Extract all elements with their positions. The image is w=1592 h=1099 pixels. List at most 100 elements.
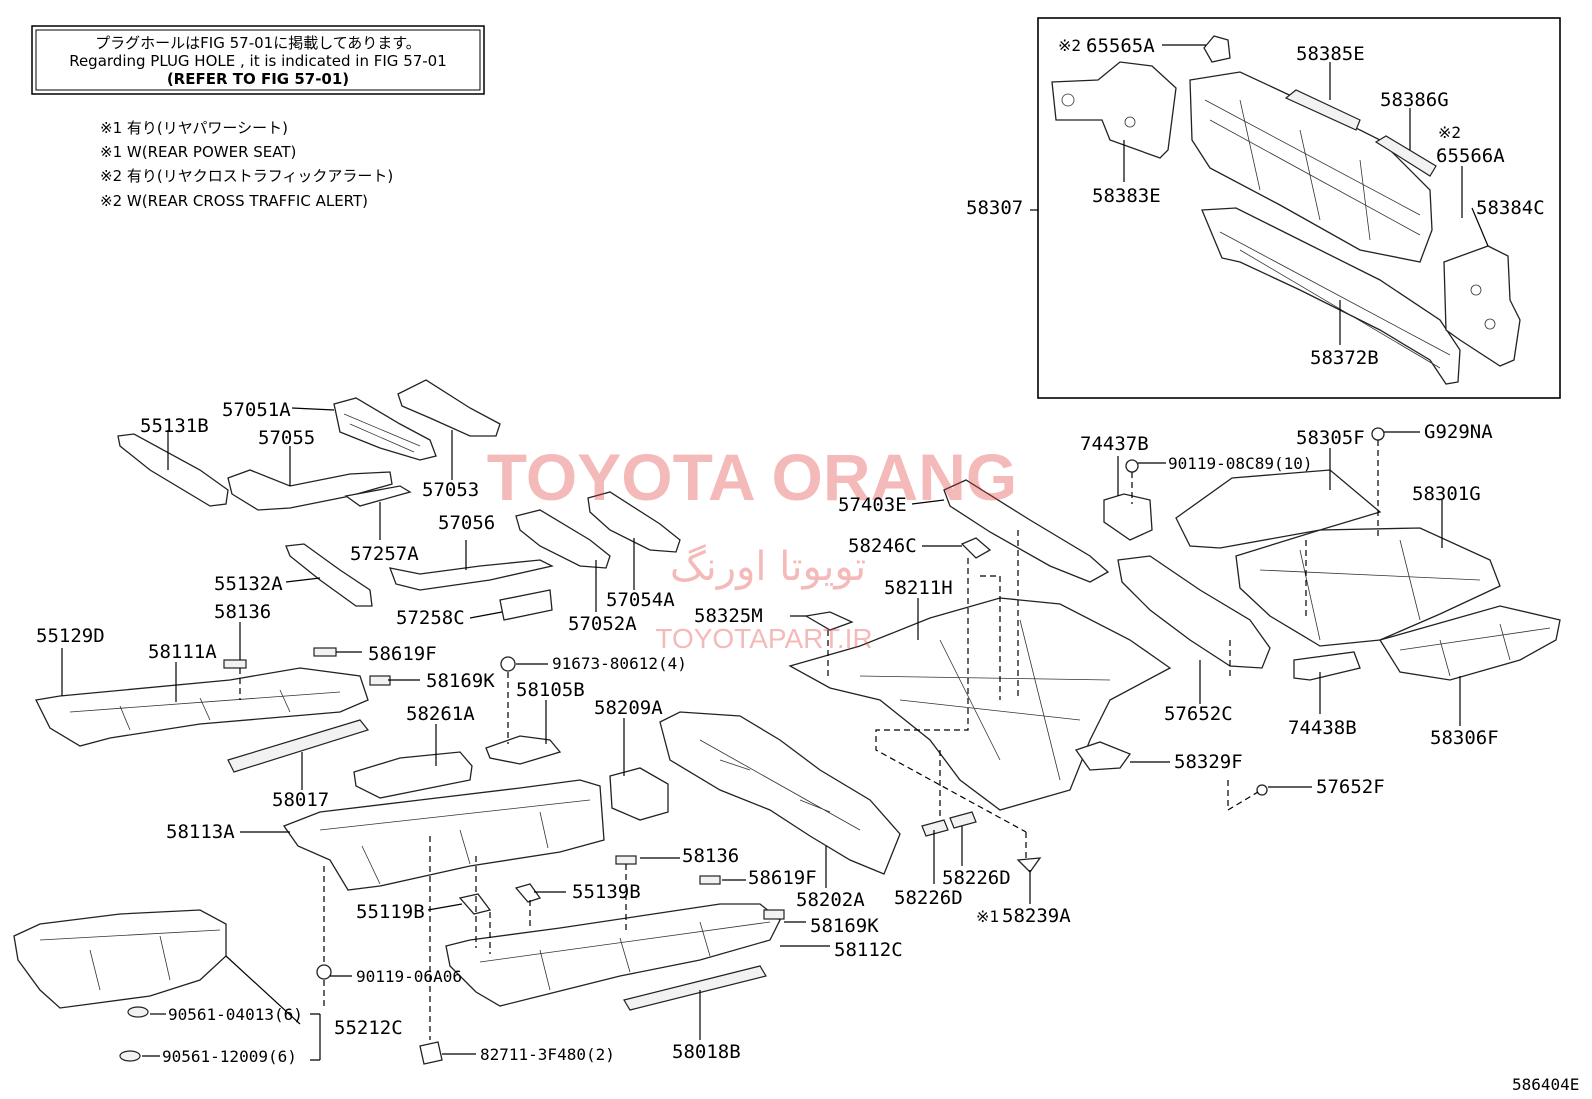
part-58209A-shape xyxy=(609,767,669,821)
label-57055: 57055 xyxy=(258,427,315,449)
notice-line-jp: プラグホールはFIG 57-01に掲載してあります。 xyxy=(95,34,421,52)
dashed-lines xyxy=(239,440,1379,1040)
part-55131B-shape xyxy=(117,433,229,507)
label-55212C: 55212C xyxy=(334,1017,403,1039)
label-82711: 82711-3F480(2) xyxy=(480,1045,615,1064)
footnote-2-en: ※2 W(REAR CROSS TRAFFIC ALERT) xyxy=(100,192,368,210)
label-74437B: 74437B xyxy=(1080,433,1149,455)
part-58385E-strip xyxy=(1284,89,1361,131)
part-58619F-pad xyxy=(313,647,337,657)
part-55132A-shape xyxy=(285,543,373,607)
label-57054A: 57054A xyxy=(606,589,675,611)
label-55139B: 55139B xyxy=(572,881,641,903)
label-55119B: 55119B xyxy=(356,901,425,923)
part-58226D-b-shape xyxy=(949,811,977,829)
part-58329F-shape xyxy=(1074,741,1132,771)
label-57257A: 57257A xyxy=(350,543,419,565)
label-90561-12009: 90561-12009(6) xyxy=(162,1047,297,1066)
watermark-main: TOYOTA ORANG xyxy=(487,440,1017,514)
clip-82711 xyxy=(419,1041,443,1065)
note-58239A: ※1 xyxy=(976,907,999,926)
part-58372B-shape xyxy=(1201,207,1461,385)
front-floor-left xyxy=(35,647,562,799)
label-58112C: 58112C xyxy=(834,939,903,961)
label-58211H: 58211H xyxy=(884,577,953,599)
part-labels: ※2 65565A 58385E 58386G ※2 65566A 58307 … xyxy=(36,35,1579,1094)
part-58325M-shape xyxy=(804,611,854,631)
label-58385E: 58385E xyxy=(1296,43,1365,65)
part-57652C-shape xyxy=(1117,555,1271,669)
part-58202A-shape xyxy=(659,711,901,875)
label-58111A: 58111A xyxy=(148,641,217,663)
part-58169K-b-pad xyxy=(763,909,785,920)
part-58112C-shape xyxy=(445,903,781,1007)
part-58113A-shape xyxy=(282,779,605,891)
label-G929NA: G929NA xyxy=(1424,421,1493,443)
label-90119-06A06: 90119-06A06 xyxy=(356,967,462,986)
label-74438B: 74438B xyxy=(1288,717,1357,739)
label-58306F: 58306F xyxy=(1430,727,1499,749)
label-58246C: 58246C xyxy=(848,535,917,557)
label-58209A: 58209A xyxy=(594,697,663,719)
label-58239A: 58239A xyxy=(1002,905,1071,927)
label-57052A: 57052A xyxy=(568,613,637,635)
part-57403E-shape xyxy=(943,479,1110,583)
part-57257A-shape xyxy=(344,485,412,507)
label-58372B: 58372B xyxy=(1310,347,1379,369)
label-58226D-a: 58226D xyxy=(942,867,1011,889)
label-58619F-a: 58619F xyxy=(368,643,437,665)
part-57258C-shape xyxy=(499,589,553,621)
notice-line-refer: (REFER TO FIG 57-01) xyxy=(167,70,349,88)
clip-90561-12009 xyxy=(119,1050,141,1062)
part-58261A-shape xyxy=(353,751,473,799)
part-58211H-shape xyxy=(788,597,1172,811)
lower-left-parts xyxy=(13,909,443,1065)
dash-insulator xyxy=(659,711,901,875)
part-57054A-shape xyxy=(587,491,681,553)
figure-code: 586404E xyxy=(1512,1075,1579,1094)
part-74438B-shape xyxy=(1293,651,1361,681)
label-58383E: 58383E xyxy=(1092,185,1161,207)
part-58246C-shape xyxy=(960,537,992,559)
bolt-91673 xyxy=(500,656,516,672)
footnote-1-en: ※1 W(REAR POWER SEAT) xyxy=(100,143,296,161)
part-57056-shape xyxy=(388,559,554,591)
silencer-58113A xyxy=(282,767,669,891)
label-55129D: 55129D xyxy=(36,625,105,647)
label-58226D-b: 58226D xyxy=(894,887,963,909)
label-90561-04013: 90561-04013(6) xyxy=(168,1005,303,1024)
rear-floor-group xyxy=(1103,427,1561,796)
part-57052A-shape xyxy=(515,509,611,569)
label-58105B: 58105B xyxy=(516,679,585,701)
part-58111A-shape xyxy=(35,667,369,747)
label-58202A: 58202A xyxy=(796,889,865,911)
part-58226D-a-shape xyxy=(921,819,949,837)
label-58169K-b: 58169K xyxy=(810,915,879,937)
label-65565A: 65565A xyxy=(1086,35,1155,57)
label-57056: 57056 xyxy=(438,512,495,534)
label-91673: 91673-80612(4) xyxy=(552,654,687,673)
part-58384C-shape xyxy=(1443,245,1521,367)
label-58301G: 58301G xyxy=(1412,483,1481,505)
label-58136-b: 58136 xyxy=(682,845,739,867)
part-58386G-strip xyxy=(1374,135,1437,177)
upper-rails xyxy=(117,379,681,621)
footnotes: ※1 有り(リヤパワーシート) ※1 W(REAR POWER SEAT) ※2… xyxy=(100,119,393,210)
bolt-90119-06A06 xyxy=(316,964,332,980)
label-58169K-a: 58169K xyxy=(426,670,495,692)
notice-line-en: Regarding PLUG HOLE , it is indicated in… xyxy=(69,52,447,70)
label-57053: 57053 xyxy=(422,479,479,501)
notice-box: プラグホールはFIG 57-01に掲載してあります。 Regarding PLU… xyxy=(31,25,485,95)
part-58017-shape xyxy=(227,719,370,773)
part-57051A-shape xyxy=(333,397,437,461)
label-90119-08C89: 90119-08C89(10) xyxy=(1168,454,1313,473)
label-58384C: 58384C xyxy=(1476,197,1545,219)
label-65566A: 65566A xyxy=(1436,145,1505,167)
part-57055-shape xyxy=(227,469,393,511)
label-58136-a: 58136 xyxy=(214,601,271,623)
label-58325M: 58325M xyxy=(694,605,763,627)
part-58105B-shape xyxy=(485,735,562,765)
label-58619F-b: 58619F xyxy=(748,867,817,889)
label-58113A: 58113A xyxy=(166,821,235,843)
